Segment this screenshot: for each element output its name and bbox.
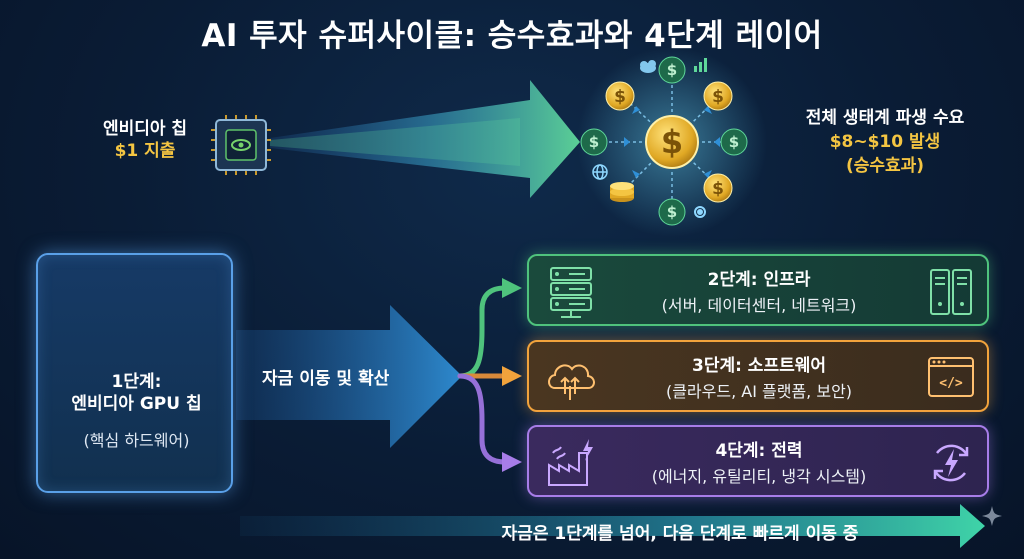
stage1-line2: 엔비디아 GPU 칩 (71, 394, 202, 414)
coin-icons: $ $ $ $ $ $ $ (580, 56, 748, 226)
stage1-title: 1단계: 엔비디아 GPU 칩 (38, 371, 235, 415)
stage4-title: 4단계: 전력 (715, 441, 803, 461)
svg-text:$: $ (614, 87, 626, 107)
svg-text:$: $ (712, 179, 724, 199)
stage4-sub: (에너지, 유틸리티, 냉각 시스템) (651, 467, 867, 486)
server-rack-icon (550, 267, 592, 318)
server-tower-icon (930, 269, 972, 315)
power-plant-icon (548, 439, 593, 486)
globe-icon (592, 164, 608, 180)
bottom-message: 자금은 1단계를 넘어, 다음 단계로 빠르게 이동 중 (501, 524, 859, 544)
branch-arrows (457, 278, 522, 472)
cloud-upload-icon (548, 364, 595, 400)
stage3-title: 3단계: 소프트웨어 (691, 356, 827, 376)
stage2-title: 2단계: 인프라 (707, 270, 811, 290)
bottom-progress-arrow (240, 504, 985, 548)
flow-label: 자금 이동 및 확산 (262, 369, 390, 389)
ecosystem-demand-label: 전체 생태계 파생 수요 $8~$10 발생 (승수효과) (760, 106, 1010, 178)
stage3-sub: (클라우드, AI 플랫폼, 보안) (665, 382, 853, 401)
ecosystem-line3: (승수효과) (845, 156, 925, 176)
chip-spend-label: 엔비디아 칩 $1 지출 (60, 118, 230, 162)
sparkle-icon (982, 506, 1002, 526)
energy-cycle-icon (933, 444, 969, 482)
ecosystem-line2: $8~$10 발생 (829, 132, 941, 152)
svg-text:$: $ (667, 61, 677, 79)
cloud-icon (640, 60, 656, 73)
chip-label-line2: $1 지출 (114, 141, 176, 161)
code-window-icon: </> (928, 357, 974, 397)
svg-text:$: $ (712, 87, 724, 107)
multiplier-beam-arrow (270, 80, 580, 198)
stage1-sub: (핵심 하드웨어) (83, 431, 190, 450)
chip-label-line1: 엔비디아 칩 (102, 119, 188, 139)
stage1-line1: 1단계: (111, 372, 162, 392)
bar-chart-icon (694, 58, 707, 72)
stage1-box: 1단계: 엔비디아 GPU 칩 (핵심 하드웨어) (36, 253, 233, 493)
money-burst-icon: $ $ $ $ $ $ $ $ (577, 47, 767, 237)
gear-icon-small (694, 206, 706, 218)
dollar-symbol: $ (661, 123, 683, 161)
code-symbol: </> (939, 376, 963, 391)
nvidia-chip-icon-small (211, 115, 271, 175)
svg-text:$: $ (589, 133, 599, 151)
coin-stack-icon (610, 182, 634, 202)
ecosystem-line1: 전체 생태계 파생 수요 (805, 108, 965, 128)
stage4-box: 4단계: 전력 (에너지, 유틸리티, 냉각 시스템) (527, 425, 989, 497)
page-title: AI 투자 슈퍼사이클: 승수효과와 4단계 레이어 (201, 18, 823, 54)
svg-text:$: $ (729, 133, 739, 151)
flow-arrow (236, 305, 462, 448)
stage2-box: 2단계: 인프라 (서버, 데이터센터, 네트워크) (527, 254, 989, 326)
stage2-sub: (서버, 데이터센터, 네트워크) (661, 296, 857, 315)
svg-text:$: $ (667, 203, 677, 221)
stage3-box: 3단계: 소프트웨어 (클라우드, AI 플랫폼, 보안) </> (527, 340, 989, 412)
